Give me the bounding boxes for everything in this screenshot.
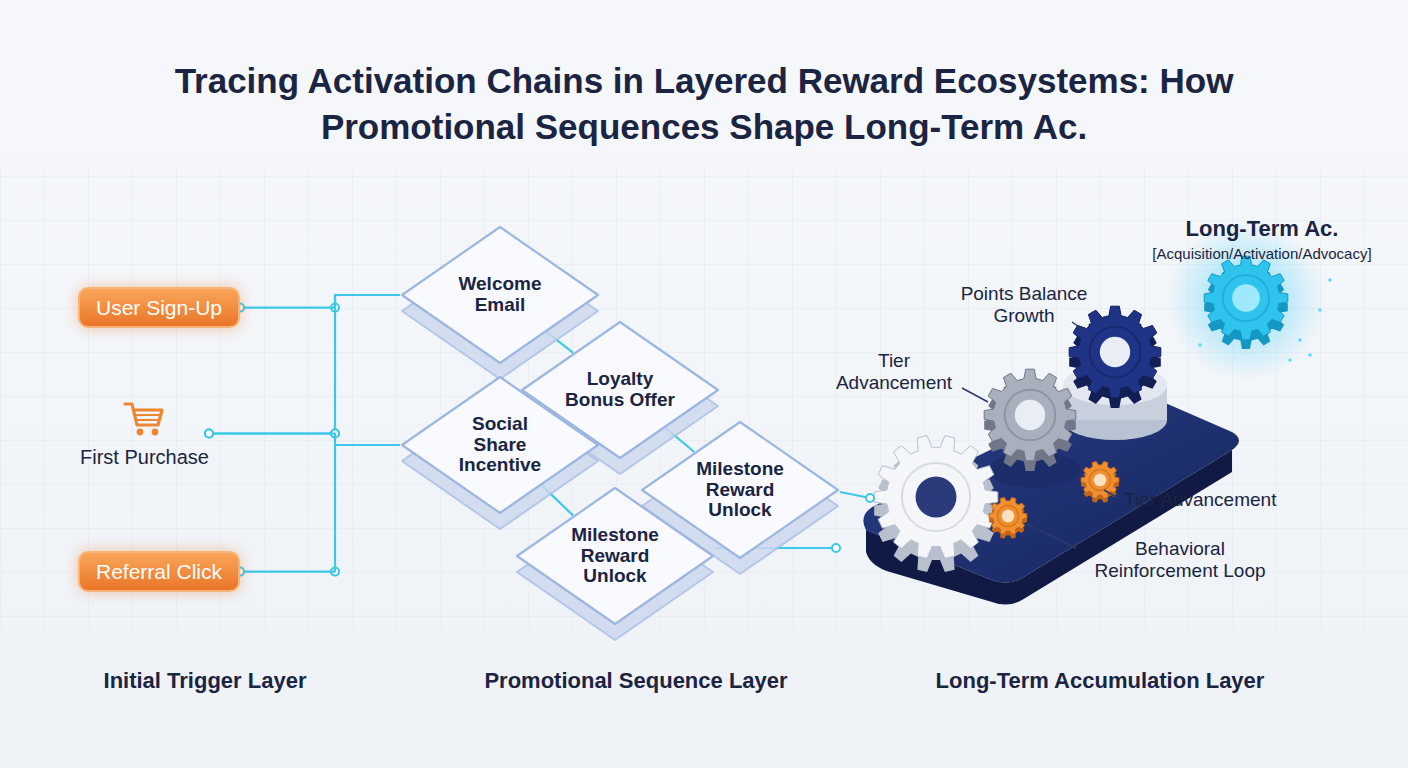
gear-face bbox=[984, 369, 1076, 461]
trigger-label: Referral Click bbox=[96, 560, 222, 583]
layer-label: Initial Trigger Layer bbox=[45, 668, 365, 693]
gear-hole bbox=[916, 477, 957, 518]
gear-hole bbox=[1002, 510, 1015, 523]
gear-label: Tier Advancement bbox=[1124, 489, 1276, 511]
trigger-label: First Purchase bbox=[80, 446, 209, 469]
junction-dot bbox=[205, 430, 213, 438]
trigger-pill: Referral Click bbox=[78, 551, 240, 592]
gear-face bbox=[1069, 306, 1161, 398]
junction-dot bbox=[205, 430, 213, 438]
title: Tracing Activation Chains in Layered Rew… bbox=[114, 58, 1294, 149]
sequence-diamond: Milestone Reward Unlock bbox=[515, 486, 715, 626]
orange-gear bbox=[989, 497, 1027, 538]
sequence-label: Loyalty Bonus Offer bbox=[563, 369, 677, 411]
gear-hole bbox=[1232, 284, 1260, 312]
navy-gear bbox=[1069, 306, 1161, 408]
sequence-label: Social Share Incentive bbox=[443, 414, 557, 477]
sequence-label: Milestone Reward Unlock bbox=[558, 525, 672, 588]
gear-face bbox=[1204, 256, 1288, 340]
grey-gear bbox=[984, 369, 1076, 471]
gear-ring bbox=[1090, 327, 1141, 378]
trigger-label: User Sign-Up bbox=[96, 296, 222, 319]
gear-ring bbox=[1223, 275, 1269, 321]
gear-face bbox=[1081, 461, 1119, 498]
diamond-text-area: Welcome Email bbox=[400, 225, 600, 365]
cart-icon bbox=[122, 398, 166, 438]
gear-illustration bbox=[874, 220, 1332, 572]
sparkle bbox=[1328, 278, 1332, 282]
layer-label: Long-Term Accumulation Layer bbox=[900, 668, 1300, 693]
gear-hole bbox=[1100, 337, 1130, 367]
diamond-face bbox=[517, 488, 713, 624]
glowing-gear bbox=[1204, 256, 1288, 349]
diamond-text-area: Milestone Reward Unlock bbox=[515, 486, 715, 626]
sparkle bbox=[1318, 308, 1322, 312]
connector bbox=[240, 295, 400, 308]
leader-lines bbox=[962, 322, 1118, 548]
sequence-label: Welcome Email bbox=[443, 274, 557, 316]
connector bbox=[240, 445, 400, 572]
glow bbox=[1166, 220, 1326, 380]
gear-face bbox=[989, 497, 1027, 534]
feed-dots bbox=[832, 494, 874, 552]
gear-ring bbox=[998, 506, 1019, 527]
gear-hole bbox=[1015, 400, 1045, 430]
gear-ring bbox=[902, 463, 970, 531]
diamond-text-area: Social Share Incentive bbox=[400, 375, 600, 515]
sequence-label: Milestone Reward Unlock bbox=[683, 459, 797, 522]
white-gear bbox=[874, 436, 998, 572]
outcome-label: [Acquisition/Activation/Advocacy] bbox=[1122, 245, 1402, 262]
trigger-icon-node: First Purchase bbox=[80, 398, 209, 469]
gear-hole bbox=[1094, 474, 1107, 487]
gear-label: Tier Advancement bbox=[829, 350, 959, 394]
sparkle bbox=[1198, 343, 1202, 347]
sparkle bbox=[1288, 358, 1292, 362]
sparkle bbox=[1308, 353, 1312, 357]
connector bbox=[209, 434, 400, 446]
gear-label: Behavioral Reinforcement Loop bbox=[1080, 538, 1280, 582]
sparkle bbox=[1298, 338, 1302, 342]
sequence-diamond: Social Share Incentive bbox=[400, 375, 600, 515]
diamond-face bbox=[402, 377, 598, 513]
gear-label: Points Balance Growth bbox=[939, 283, 1109, 327]
trigger-pill: User Sign-Up bbox=[78, 287, 240, 328]
grid bbox=[0, 170, 1408, 630]
sequence-diamond: Welcome Email bbox=[400, 225, 600, 365]
outcome-label: Long-Term Ac. bbox=[1152, 216, 1372, 241]
layer-label: Promotional Sequence Layer bbox=[446, 668, 826, 693]
orange-gear bbox=[1081, 461, 1119, 502]
gear-ring bbox=[1090, 470, 1111, 491]
gear-ring bbox=[1005, 390, 1056, 441]
diamond-face bbox=[402, 227, 598, 363]
gear-face bbox=[874, 436, 998, 559]
